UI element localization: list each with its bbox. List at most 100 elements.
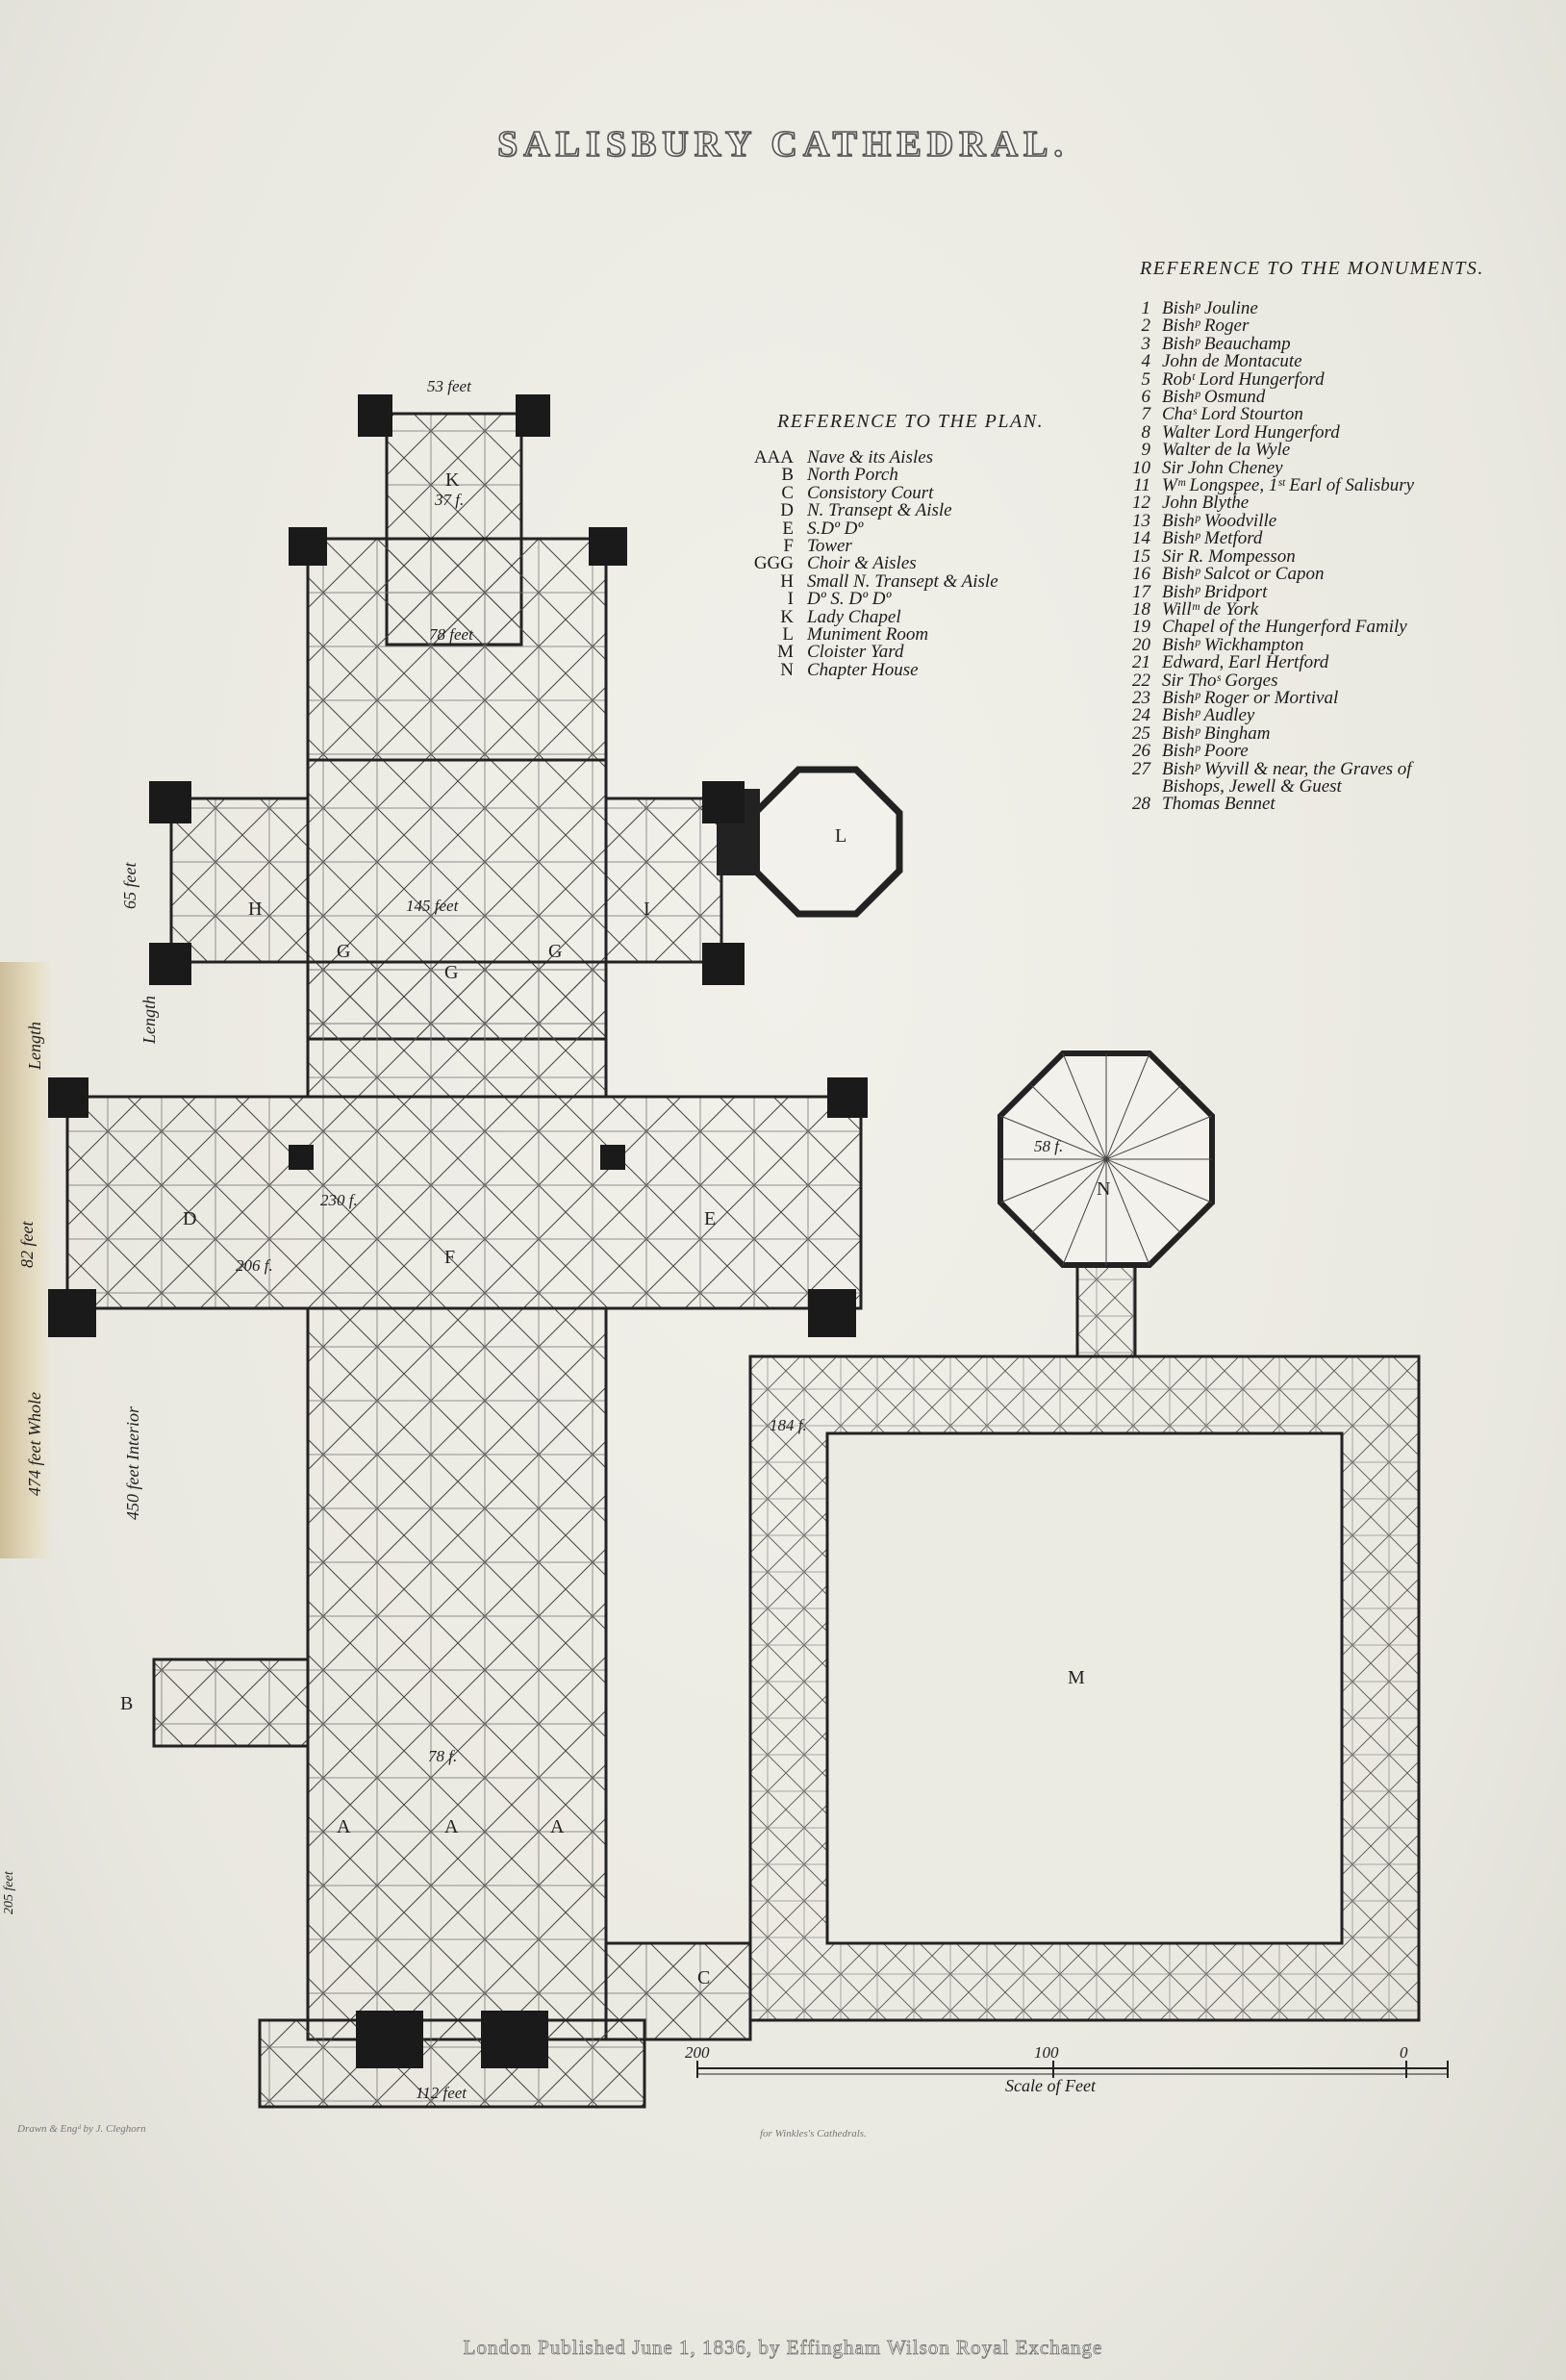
- monument-number: 10: [1132, 457, 1150, 478]
- dim-chapter-house: 58 f.: [1034, 1137, 1064, 1155]
- monument-number: 27: [1132, 758, 1150, 779]
- monument-label: Chaˢ Lord Stourton: [1162, 404, 1303, 425]
- consistory-court: [604, 1941, 752, 2041]
- dim-small-transept: 65 feet: [120, 862, 139, 909]
- monument-label: Sir Thoˢ Gorges: [1162, 670, 1278, 691]
- scale-tick-200: 200: [685, 2043, 710, 2062]
- plan-reference-label: Nave & its Aisles: [807, 447, 934, 468]
- plan-reference-item: AAA Nave & its Aisles: [731, 447, 998, 468]
- small-south-transept: [604, 797, 723, 964]
- plan-reference-label: Dº S. Dº Dº: [807, 589, 892, 610]
- publisher-imprint: London Published June 1, 1836, by Effing…: [463, 2336, 1103, 2360]
- monument-label: Sir John Cheney: [1162, 457, 1283, 478]
- plan-reference-key: AAA: [753, 447, 794, 468]
- monument-item: 18 Willᵐ de York: [1118, 598, 1414, 620]
- monument-label: Bishᵖ Metford: [1162, 528, 1263, 549]
- series-credit: for Winkles's Cathedrals.: [760, 2128, 867, 2139]
- plan-letter-l: L: [835, 825, 847, 847]
- monument-number: 21: [1132, 652, 1150, 673]
- monument-label: Bishᵖ Bridport: [1162, 581, 1268, 602]
- scale-bar: [696, 2061, 1449, 2078]
- monument-number: 25: [1132, 722, 1150, 744]
- monument-item: 2 Bishᵖ Roger: [1118, 316, 1414, 337]
- scale-tick-100: 100: [1034, 2043, 1059, 2062]
- monument-label: Bishᵖ Salcot or Capon: [1162, 564, 1325, 585]
- monument-item: Bishops, Jewell & Guest: [1118, 777, 1414, 796]
- monument-label: Willᵐ de York: [1162, 598, 1259, 620]
- monument-item: 22 Sir Thoˢ Gorges: [1118, 670, 1414, 691]
- plan-reference-label: Small N. Transept & Aisle: [807, 570, 998, 592]
- monument-label: Walter Lord Hungerford: [1162, 421, 1340, 443]
- monument-number: 18: [1132, 598, 1150, 620]
- monument-number: 6: [1141, 387, 1151, 408]
- monument-number: 20: [1132, 634, 1150, 655]
- monument-label: Bishᵖ Bingham: [1162, 722, 1271, 744]
- plan-letter-b: B: [120, 1693, 134, 1714]
- plan-reference-key: I: [787, 589, 794, 610]
- monument-item: 3 Bishᵖ Beauchamp: [1118, 333, 1414, 354]
- nave: [306, 1306, 608, 2041]
- dim-cloister: 184 f.: [770, 1416, 807, 1434]
- dim-transept-inner: 206 f.: [236, 1256, 273, 1275]
- monument-label: Bishᵖ Woodville: [1162, 510, 1277, 531]
- monument-number: 12: [1132, 493, 1150, 514]
- plan-reference-item: D N. Transept & Aisle: [731, 500, 998, 521]
- monument-label: Bishᵖ Roger: [1162, 316, 1250, 337]
- monument-label: Bishᵖ Poore: [1162, 741, 1249, 762]
- plan-reference-key: M: [777, 642, 794, 663]
- monument-item: 25 Bishᵖ Bingham: [1118, 722, 1414, 744]
- page-title: SALISBURY CATHEDRAL.: [496, 123, 1069, 165]
- plan-reference-label: N. Transept & Aisle: [807, 500, 952, 521]
- monument-label: Bishᵖ Beauchamp: [1162, 333, 1291, 354]
- monument-number: 4: [1141, 351, 1151, 372]
- plan-reference-label: Muniment Room: [807, 624, 929, 646]
- monument-number: 16: [1132, 564, 1150, 585]
- monument-item: 10 Sir John Cheney: [1118, 457, 1414, 478]
- dim-length-2: Length: [139, 995, 159, 1044]
- monument-number: 2: [1141, 316, 1151, 337]
- monument-number: 9: [1141, 440, 1151, 461]
- monument-number: 23: [1132, 687, 1150, 708]
- monument-label: Wᵐ Longspee, 1ˢᵗ Earl of Salisbury: [1162, 475, 1415, 496]
- choir-west: [306, 960, 608, 1099]
- monument-label: John de Montacute: [1162, 351, 1302, 372]
- plan-letter-g-3: G: [548, 941, 563, 962]
- dim-whole-length: 474 feet Whole: [25, 1392, 44, 1496]
- dim-west-front: 112 feet: [416, 2084, 467, 2102]
- monument-number: 15: [1132, 545, 1150, 567]
- monument-number: 26: [1132, 741, 1150, 762]
- dim-transept-length: 230 f.: [320, 1191, 358, 1209]
- monument-number: 3: [1141, 333, 1151, 354]
- monument-number: 5: [1141, 368, 1151, 390]
- monument-number: 8: [1141, 421, 1151, 443]
- monument-label: Chapel of the Hungerford Family: [1162, 617, 1407, 638]
- plan-letter-a-1: A: [337, 1816, 351, 1837]
- plan-letter-a-2: A: [444, 1816, 459, 1837]
- dim-length-1: Length: [25, 1021, 44, 1070]
- plan-reference-key: D: [780, 500, 794, 521]
- retro-choir: [306, 537, 608, 762]
- monument-label: Bishᵖ Osmund: [1162, 387, 1266, 408]
- plan-reference-key: L: [782, 624, 794, 646]
- dim-lady-chapel-inner: 37 f.: [435, 491, 465, 509]
- plan-reference-label: S.Dº Dº: [807, 518, 864, 539]
- monument-item: 4 John de Montacute: [1118, 351, 1414, 372]
- monument-label: John Blythe: [1162, 493, 1250, 514]
- chapter-house: [998, 1051, 1215, 1268]
- monument-number: 11: [1133, 475, 1150, 496]
- monument-label: Robᵗ Lord Hungerford: [1162, 368, 1325, 390]
- monument-number: 22: [1132, 670, 1150, 691]
